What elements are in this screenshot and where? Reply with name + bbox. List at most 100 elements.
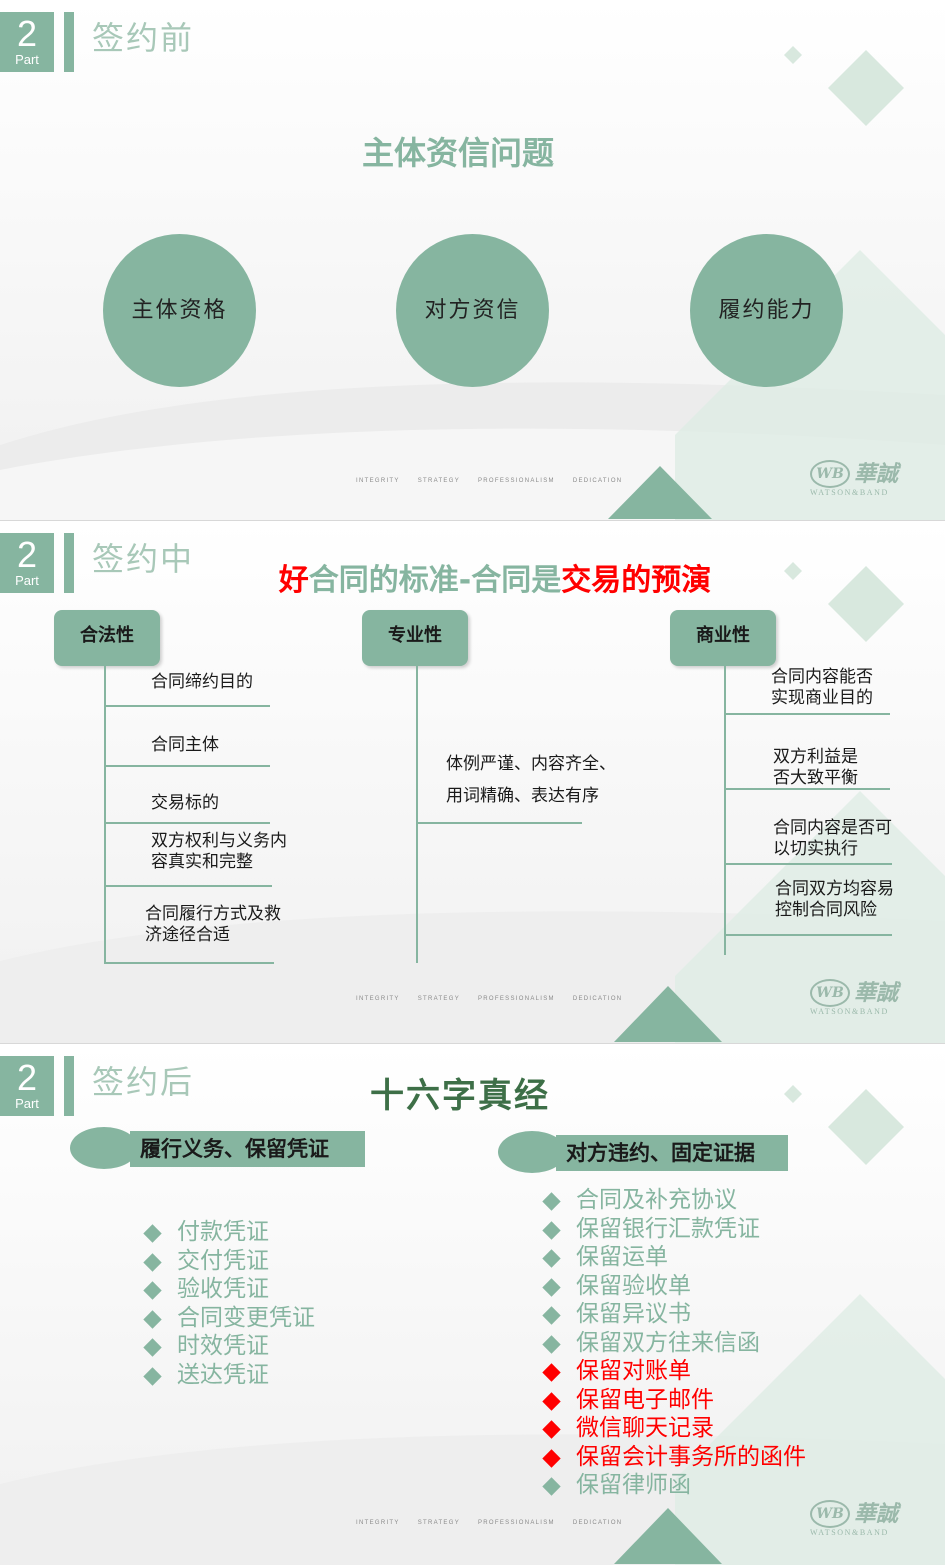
list-item: 交易标的 xyxy=(151,793,219,813)
item-line xyxy=(416,822,582,824)
list-item: 合同内容是否可 以切实执行 xyxy=(773,818,892,859)
slide-title: 十六字真经 xyxy=(370,1076,550,1116)
list-item-highlight: 保留会计事务所的函件 xyxy=(540,1443,806,1472)
diamond-bullet-icon xyxy=(542,1306,561,1325)
list-item: 送达凭证 xyxy=(141,1361,315,1390)
slide-during-signing: 2 Part 签约中 好合同的标准-合同是交易的预演 合法性 合同缔约目的 合同… xyxy=(0,521,945,1043)
slide-background xyxy=(0,521,945,1043)
diamond-bullet-icon xyxy=(143,1224,162,1243)
column-line xyxy=(724,665,726,955)
slide-before-signing: 2 Part 签约前 主体资信问题 主体资格 对方资信 履约能力 INTEGRI… xyxy=(0,0,945,520)
list-item: 合同主体 xyxy=(151,735,219,755)
part-number: 2 xyxy=(16,534,38,575)
right-list: 合同及补充协议 保留银行汇款凭证 保留运单 保留验收单 保留异议书 保留双方往来… xyxy=(540,1186,806,1500)
part-label: Part xyxy=(15,52,39,67)
column-header-professionalism: 专业性 xyxy=(362,610,468,666)
section-title: 签约后 xyxy=(92,1063,195,1101)
banner-left: 履行义务、保留凭证 xyxy=(130,1131,365,1167)
item-line xyxy=(104,822,270,824)
diamond-bullet-icon xyxy=(542,1363,561,1382)
diamond-bullet-icon xyxy=(143,1309,162,1329)
column-header-legality: 合法性 xyxy=(54,610,160,666)
slide-background xyxy=(0,1044,945,1565)
slide-title: 主体资信问题 xyxy=(361,134,554,172)
logo-chinese: 華誠 xyxy=(854,980,899,1006)
list-item-highlight: 保留电子邮件 xyxy=(540,1386,806,1415)
section-bar xyxy=(64,12,74,72)
diamond-bullet-icon xyxy=(143,1281,162,1300)
slide-title: 好合同的标准-合同是交易的预演 xyxy=(278,563,712,598)
diamond-bullet-icon xyxy=(542,1192,561,1211)
watson-band-logo: WB 華誠 WATSON&BAND xyxy=(810,460,910,500)
diamond-bullet-icon xyxy=(542,1391,561,1411)
item-line xyxy=(724,863,892,865)
diamond-bullet-icon xyxy=(542,1334,561,1354)
slide-after-signing: 2 Part 签约后 十六字真经 履行义务、保留凭证 对方违约、固定证据 付款凭… xyxy=(0,1044,945,1565)
part-label: Part xyxy=(15,573,39,588)
list-item: 验收凭证 xyxy=(141,1275,315,1304)
part-label: Part xyxy=(15,1096,39,1111)
list-item: 保留双方往来信函 xyxy=(540,1329,806,1358)
list-item: 合同及补充协议 xyxy=(540,1186,806,1215)
column-line xyxy=(416,665,418,963)
logo-english: WATSON&BAND xyxy=(810,1528,889,1537)
list-item: 保留律师函 xyxy=(540,1471,806,1500)
item-line xyxy=(724,788,890,790)
circle-subject-qualification: 主体资格 xyxy=(103,234,256,387)
list-item: 体例严谨、内容齐全、 xyxy=(446,754,616,774)
logo-english: WATSON&BAND xyxy=(810,488,889,497)
part-number: 2 xyxy=(16,13,38,54)
list-item: 保留异议书 xyxy=(540,1300,806,1329)
diamond-bullet-icon xyxy=(542,1477,561,1496)
item-line xyxy=(104,765,270,767)
banner-right: 对方违约、固定证据 xyxy=(556,1135,788,1171)
list-item: 合同缔约目的 xyxy=(151,672,253,692)
item-line xyxy=(104,705,270,707)
item-line xyxy=(724,934,892,936)
section-title: 签约中 xyxy=(92,540,195,578)
circle-performance-capacity: 履约能力 xyxy=(690,234,843,387)
list-item: 保留验收单 xyxy=(540,1272,806,1301)
slide-divider xyxy=(0,520,945,521)
item-line xyxy=(724,713,890,715)
item-line xyxy=(104,885,272,887)
watson-band-logo: WB 華誠 WATSON&BAND xyxy=(810,979,910,1019)
diamond-bullet-icon xyxy=(542,1277,561,1297)
logo-mark-icon: WB xyxy=(810,979,850,1007)
column-header-commerciality: 商业性 xyxy=(670,610,776,666)
column-line xyxy=(104,665,106,963)
list-item: 合同履行方式及救 济途径合适 xyxy=(145,904,281,945)
list-item: 合同内容能否 实现商业目的 xyxy=(771,667,873,708)
banner-circle-right xyxy=(498,1131,566,1173)
list-item-highlight: 保留对账单 xyxy=(540,1357,806,1386)
left-list: 付款凭证 交付凭证 验收凭证 合同变更凭证 时效凭证 送达凭证 xyxy=(141,1218,315,1389)
item-line xyxy=(104,962,274,964)
banner-circle-left xyxy=(70,1127,138,1169)
list-item: 保留银行汇款凭证 xyxy=(540,1215,806,1244)
diamond-bullet-icon xyxy=(542,1249,561,1268)
part-badge: 2 Part xyxy=(0,1056,54,1116)
logo-mark-icon: WB xyxy=(810,460,850,488)
list-item: 付款凭证 xyxy=(141,1218,315,1247)
list-item: 交付凭证 xyxy=(141,1247,315,1276)
part-number: 2 xyxy=(16,1057,38,1098)
slide-divider xyxy=(0,1043,945,1044)
list-item: 合同变更凭证 xyxy=(141,1304,315,1333)
watson-band-logo: WB 華誠 WATSON&BAND xyxy=(810,1500,910,1540)
list-item: 时效凭证 xyxy=(141,1332,315,1361)
list-item: 双方权利与义务内 容真实和完整 xyxy=(151,831,287,872)
list-item: 合同双方均容易 控制合同风险 xyxy=(775,879,894,920)
diamond-bullet-icon xyxy=(542,1448,561,1468)
logo-english: WATSON&BAND xyxy=(810,1007,889,1016)
diamond-bullet-icon xyxy=(143,1252,162,1272)
logo-chinese: 華誠 xyxy=(854,1501,899,1527)
list-item: 用词精确、表达有序 xyxy=(446,786,599,806)
part-badge: 2 Part xyxy=(0,533,54,593)
circle-counterparty-credit: 对方资信 xyxy=(396,234,549,387)
diamond-bullet-icon xyxy=(143,1338,162,1357)
list-item: 双方利益是 否大致平衡 xyxy=(773,747,858,788)
list-item-highlight: 微信聊天记录 xyxy=(540,1414,806,1443)
